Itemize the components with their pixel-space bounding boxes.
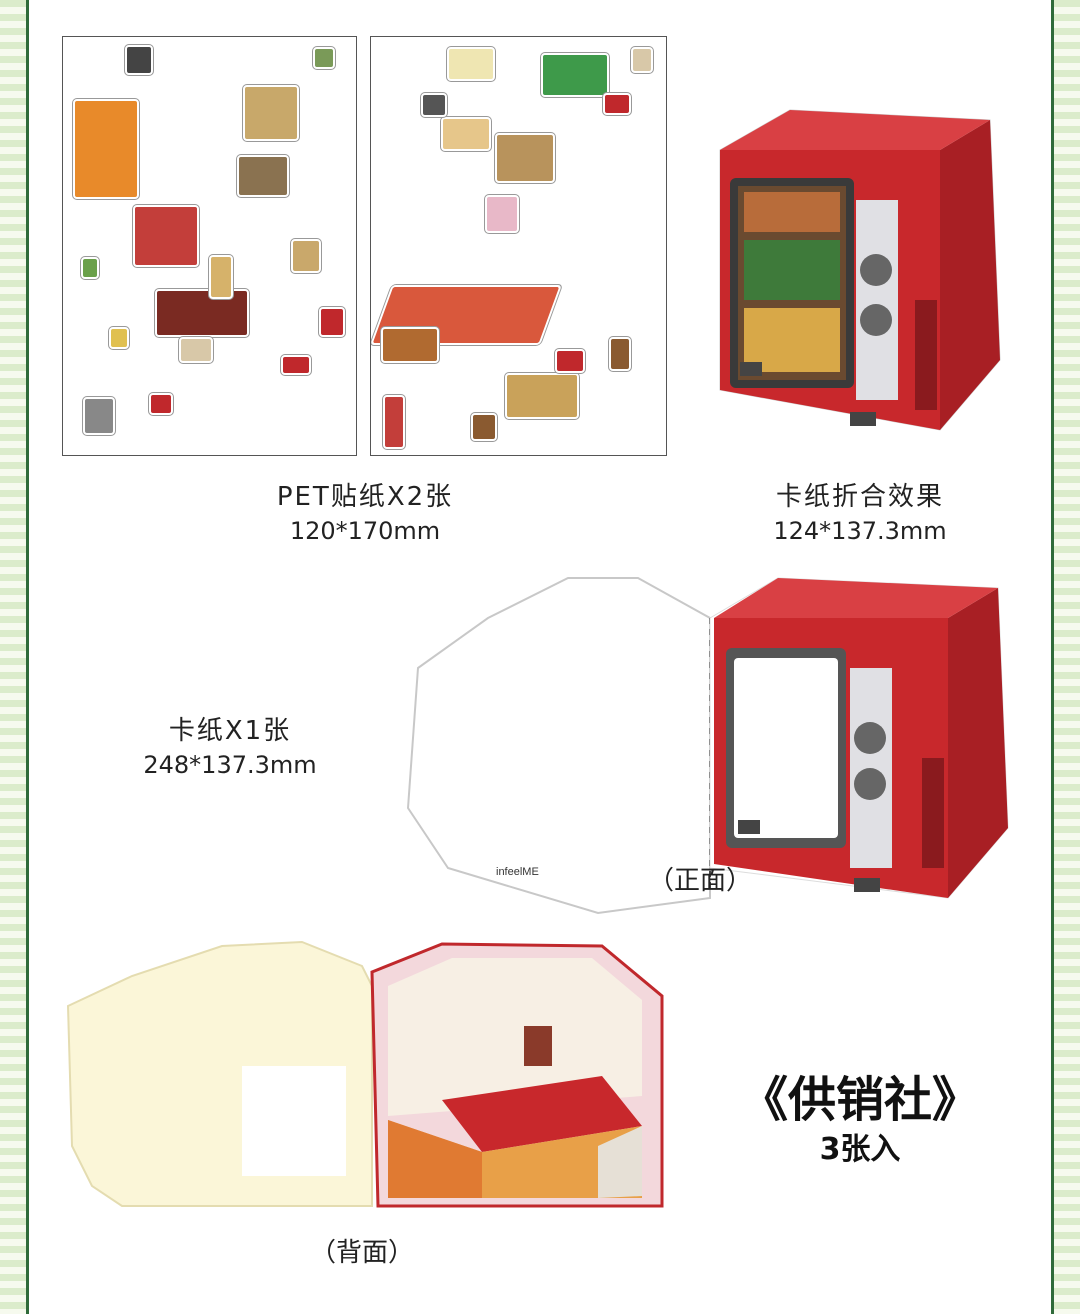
fold-caption: 卡纸折合效果 124*137.3mm <box>720 476 1000 545</box>
fold-size: 124*137.3mm <box>773 517 947 545</box>
fold-label: 卡纸折合效果 <box>775 482 944 512</box>
back-label: （背面） <box>310 1238 415 1268</box>
tv-folded-preview <box>719 109 1001 431</box>
left-stripe-border <box>0 0 29 1314</box>
right-stripe-border <box>1051 0 1080 1314</box>
pet-label: PET贴纸X2张 <box>276 482 454 512</box>
pet-caption: PET贴纸X2张 120*170mm <box>220 476 510 545</box>
product-title: 《供销社》 <box>740 1072 981 1128</box>
card-caption: 卡纸X1张 248*137.3mm <box>100 710 360 779</box>
sticker-sheet-1 <box>62 36 357 456</box>
pet-size: 120*170mm <box>289 517 441 545</box>
card-size: 248*137.3mm <box>143 751 317 779</box>
product-count: 3张入 <box>819 1132 901 1167</box>
card-back-flat <box>66 940 664 1208</box>
sticker-sheet-2 <box>370 36 667 456</box>
card-label: 卡纸X1张 <box>168 716 292 746</box>
card-front-flat <box>406 577 1009 915</box>
front-label: （正面） <box>648 866 753 896</box>
brand-logo: infeelME <box>496 866 539 878</box>
